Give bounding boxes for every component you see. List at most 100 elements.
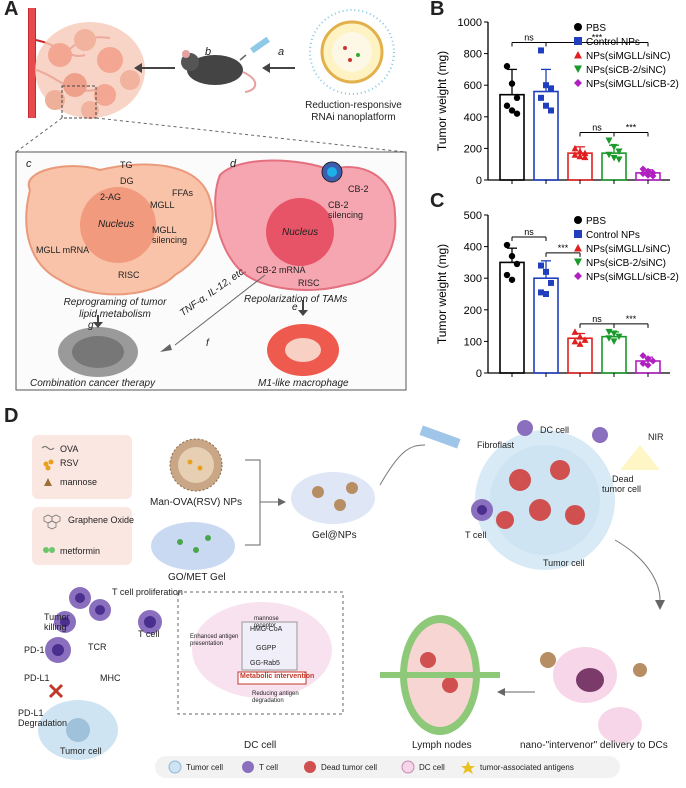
fibroblast-label: Fibroflast (477, 440, 515, 450)
chart-c-sig-label: ns (592, 314, 602, 324)
reducing-antigen-label-1: Reducing antigen (252, 691, 299, 697)
chart-c-point (644, 361, 652, 369)
panel-letter-b: B (430, 0, 445, 20)
chart-c-sig-label: *** (626, 314, 637, 324)
ffas-label: FFAs (172, 188, 194, 198)
bottom-legend-tumor-cell: Tumor cell (186, 763, 224, 772)
chart-c-legend-label: NPs(siCB-2/siNC) (586, 258, 666, 269)
chart-c-legend-label: PBS (586, 216, 606, 227)
sub-label-e: e (292, 302, 298, 313)
chart-b-point (639, 165, 647, 173)
panel-letter-a: A (4, 0, 19, 20)
chart-b-point (508, 107, 516, 114)
risc-d-label: RISC (298, 278, 320, 288)
mgll-mrna-label: MGLL mRNA (36, 245, 90, 255)
chart-c-legend-marker (574, 230, 582, 238)
sub-label-f: f (206, 338, 209, 349)
chart-b-point (543, 82, 549, 89)
legend-metformin: metformin (60, 546, 101, 556)
chart-c-legend-marker (574, 258, 582, 266)
panel-a-illustration (15, 8, 407, 391)
sub-label-g: g (88, 320, 94, 331)
chart-b-point (503, 102, 511, 109)
tumor-tissue (28, 8, 145, 119)
sub-label-d: d (230, 158, 237, 170)
enhanced-antigen-label-1: Enhanced antigen (190, 634, 239, 640)
chart-c-point (649, 357, 657, 365)
dc-cell-bottom-label: DC cell (244, 740, 277, 751)
t-cell-top-label: T cell (465, 530, 487, 540)
panel-letter-d: D (4, 405, 19, 427)
dc-cell-top-label: DC cell (540, 425, 570, 435)
arrow-label-b: b (205, 46, 212, 58)
nucleus-d-label: Nucleus (282, 227, 319, 238)
chart-b-point (548, 107, 554, 114)
chart-c-point (513, 260, 521, 268)
chart-b-point (644, 171, 652, 179)
combination-label: Combination cancer therapy (30, 378, 156, 389)
cb2-mrna-label: CB-2 mRNA (256, 265, 306, 275)
chart-b-point (649, 172, 657, 180)
mouse-icon (181, 50, 257, 93)
chart-c-point (571, 328, 579, 335)
chart-b-point (581, 153, 589, 161)
dg-label: DG (120, 176, 134, 186)
chart-b-point (605, 137, 613, 144)
legend-go: Graphene Oxide (68, 515, 135, 525)
chart-b-point (508, 80, 516, 87)
arrow-label-a: a (278, 46, 285, 58)
chart-b-point (538, 47, 544, 54)
chart-c-point (639, 352, 647, 360)
pdl1-degradation-label-1: PD-L1 (18, 708, 44, 718)
chart-c-point (581, 336, 589, 343)
chart-b-ytick-label: 1000 (458, 17, 482, 29)
nanoparticle-icon (309, 9, 395, 95)
chart-b-legend-label: NPs(siMGLL/siCB-2) (586, 79, 679, 90)
chart-c-sig-label: *** (558, 243, 569, 253)
chart-c-ytick-label: 400 (464, 242, 482, 254)
bottom-legend-dead-tumor-cell: Dead tumor cell (321, 763, 378, 772)
two-ag-label: 2-AG (100, 192, 122, 202)
chart-c-point (503, 271, 511, 279)
repolarization-label: Repolarization of TAMs (244, 294, 348, 305)
chart-c-point (639, 360, 647, 368)
chart-c-point (576, 333, 584, 340)
mgll-silencing-2: silencing (152, 235, 188, 245)
nanoplatform-label-2: RNAi nanoplatform (311, 112, 396, 123)
chart-c-point (571, 337, 579, 345)
reprogram-label-1: Reprograming of tumor (63, 297, 167, 308)
chart-c-ytick-label: 100 (464, 336, 482, 348)
reducing-antigen-label-2: degradation (252, 698, 284, 704)
mgll-silencing-1: MGLL (152, 225, 177, 235)
mgll-label: MGLL (150, 200, 175, 210)
chart-c-ytick-label: 300 (464, 273, 482, 285)
chart-c-point (538, 262, 544, 269)
chart-b-legend-label: Control NPs (586, 37, 640, 48)
cb2-silencing-2: silencing (328, 210, 364, 220)
chart-b-point (615, 156, 623, 163)
nir-label: NIR (648, 432, 664, 442)
t-cell-proliferation-label: T cell proliferation (112, 587, 183, 597)
chart-c-legend-label: NPs(siMGLL/siCB-2) (586, 272, 679, 283)
chart-b-point (615, 148, 623, 156)
chart-c-ytick-label: 0 (476, 368, 482, 380)
chart-c-legend-marker (574, 244, 582, 252)
syringe-icon (239, 36, 270, 61)
nucleus-c-label: Nucleus (98, 219, 135, 230)
legend-rsv: RSV (60, 458, 79, 468)
m1-label: M1-like macrophage (258, 378, 349, 389)
go-met-label: GO/MET Gel (168, 572, 226, 583)
chart-b-ytick-label: 0 (476, 175, 482, 187)
chart-c-ytick-label: 200 (464, 305, 482, 317)
enhanced-antigen-label-2: presentation (190, 641, 224, 647)
dead-tumor-label-1: Dead (612, 474, 634, 484)
chart-b-legend-marker (574, 51, 582, 59)
legend-mannose: mannose (60, 477, 98, 487)
chart-c-legend-marker (574, 216, 582, 224)
chart-b-point (543, 102, 549, 109)
chart-c-point (644, 355, 652, 363)
pd1-label: PD-1 (24, 645, 45, 655)
mannose-receptor-label-2: receptor (254, 623, 277, 629)
chart-b-ytick-label: 600 (464, 80, 482, 92)
